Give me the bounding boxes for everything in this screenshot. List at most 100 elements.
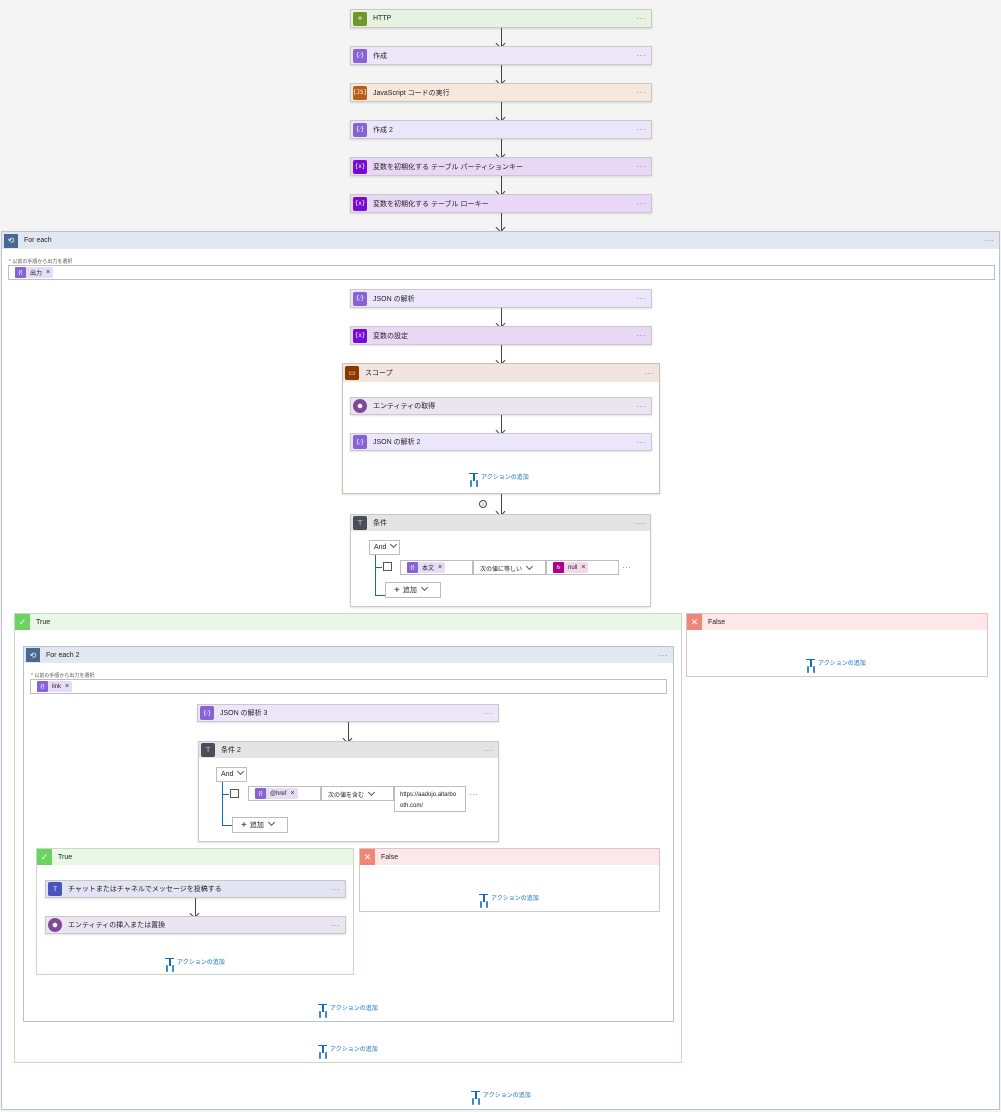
add-action-icon [469, 472, 478, 481]
condition2-right-operand[interactable]: https://aadojo.altarbo oth.com/ [394, 786, 466, 812]
condition2-operator-dropdown[interactable]: 次の値を含む [321, 786, 394, 801]
init-variable-row-label: 変数を初期化する テーブル ローキー [373, 200, 489, 208]
javascript-action-card[interactable]: {JS} JavaScript コードの実行 ··· [350, 83, 652, 102]
foreach-select-input[interactable]: {⁄} 出力 × [8, 265, 995, 280]
add-action-scope[interactable]: アクションの追加 [469, 472, 529, 481]
more-options-icon[interactable]: ··· [658, 650, 668, 660]
scope-header[interactable]: ▭ スコープ ··· [343, 364, 659, 382]
null-token[interactable]: fx null × [553, 562, 589, 573]
parse-json-label: JSON の解析 [373, 295, 415, 303]
and-dropdown[interactable]: And [216, 767, 247, 782]
add-action-icon [806, 658, 815, 667]
more-options-icon[interactable]: ··· [636, 88, 646, 97]
tree-line [375, 555, 376, 595]
more-options-icon[interactable]: ··· [644, 368, 654, 378]
set-variable-label: 変数の設定 [373, 332, 408, 340]
more-options-icon[interactable]: ··· [636, 51, 646, 60]
condition2-add-button[interactable]: + 追加 [232, 817, 288, 833]
true-branch-header[interactable]: ✓ True [15, 614, 681, 630]
init-variable-row-card[interactable]: {x} 変数を初期化する テーブル ローキー ··· [350, 194, 652, 213]
false-branch-header[interactable]: ✕ False [687, 614, 987, 630]
javascript-action-label: JavaScript コードの実行 [373, 89, 450, 97]
parse-json3-card[interactable]: {⁄} JSON の解析 3 ··· [197, 704, 499, 722]
connector-arrow [195, 898, 196, 916]
more-options-icon[interactable]: ··· [636, 401, 646, 411]
more-options-icon[interactable]: ··· [636, 199, 646, 208]
connector-arrow [348, 722, 349, 741]
more-options-icon[interactable]: ··· [636, 331, 646, 340]
row-checkbox[interactable] [230, 789, 239, 798]
condition-left-operand[interactable]: {⁄} 本文 × [400, 560, 473, 575]
get-entity-label: エンティティの取得 [373, 403, 436, 410]
link-token[interactable]: {⁄} link × [37, 681, 73, 692]
more-options-icon[interactable]: ··· [330, 884, 340, 894]
remove-token-icon[interactable]: × [65, 683, 70, 690]
foreach2-select-input[interactable]: {⁄} link × [30, 679, 667, 694]
scope-icon: ▭ [345, 366, 359, 380]
parse-json-card[interactable]: {⁄} JSON の解析 ··· [350, 289, 652, 308]
add-action-foreach[interactable]: アクションの追加 [471, 1090, 531, 1099]
more-options-icon[interactable]: ··· [483, 745, 493, 755]
body-token[interactable]: {⁄} 本文 × [407, 562, 446, 573]
upsert-entity-card[interactable]: ⬢ エンティティの挿入または置換 ··· [45, 916, 346, 934]
more-options-icon[interactable]: ··· [636, 125, 646, 134]
more-options-icon[interactable]: ··· [636, 14, 646, 23]
connector-arrow [501, 176, 502, 194]
more-options-icon[interactable]: ··· [635, 518, 645, 528]
output-token[interactable]: {⁄} 出力 × [15, 267, 54, 278]
condition2-left-operand[interactable]: {⁄} @href × [248, 786, 321, 801]
row-more-icon[interactable]: ··· [622, 563, 632, 572]
condition-operator-dropdown[interactable]: 次の値に等しい [473, 560, 546, 575]
foreach2-title: For each 2 [46, 651, 80, 659]
more-options-icon[interactable]: ··· [636, 162, 646, 171]
more-options-icon[interactable]: ··· [330, 920, 340, 930]
variable-icon: {x} [353, 328, 367, 343]
condition-right-operand[interactable]: fx null × [546, 560, 619, 575]
parse-json2-card[interactable]: {⁄} JSON の解析 2 ··· [350, 433, 652, 451]
more-options-icon[interactable]: ··· [636, 437, 646, 447]
parse-json-icon: {⁄} [200, 706, 214, 720]
condition2-header[interactable]: ⊤ 条件 2 ··· [199, 742, 498, 758]
get-entity-card[interactable]: ⬢ エンティティの取得 ··· [350, 397, 652, 415]
row-more-icon[interactable]: ··· [469, 790, 479, 799]
more-options-icon[interactable]: ··· [483, 708, 493, 718]
remove-token-icon[interactable]: × [46, 269, 51, 276]
more-options-icon[interactable]: ··· [636, 294, 646, 303]
post-message-label: チャットまたはチャネルでメッセージを投稿する [68, 886, 222, 893]
add-action-inner-false[interactable]: アクションの追加 [479, 893, 539, 902]
foreach2-select-label: * 以前の手順から出力を選択 [31, 673, 95, 679]
compose2-action-card[interactable]: {⁄} 作成 2 ··· [350, 120, 652, 139]
variable-icon: {x} [353, 159, 367, 174]
remove-token-icon[interactable]: × [581, 564, 586, 571]
and-dropdown[interactable]: And [369, 540, 400, 555]
connector-arrow [501, 345, 502, 363]
set-variable-card[interactable]: {x} 変数の設定 ··· [350, 326, 652, 345]
row-checkbox[interactable] [383, 562, 392, 571]
condition-add-button[interactable]: + 追加 [385, 582, 441, 598]
foreach-title: For each [24, 237, 52, 244]
foreach2-header[interactable]: ⟲ For each 2 ··· [24, 647, 673, 663]
inner-true-header[interactable]: ✓ True [37, 849, 353, 865]
remove-token-icon[interactable]: × [438, 564, 443, 571]
post-message-card[interactable]: T チャットまたはチャネルでメッセージを投稿する ··· [45, 880, 346, 898]
loop-icon: ⟲ [26, 648, 40, 662]
http-action-card[interactable]: ⊚ HTTP ··· [350, 9, 652, 28]
http-action-label: HTTP [373, 15, 392, 22]
add-action-false[interactable]: アクションの追加 [806, 658, 866, 667]
init-variable-partition-card[interactable]: {x} 変数を初期化する テーブル パーティションキー ··· [350, 157, 652, 176]
remove-token-icon[interactable]: × [290, 790, 295, 797]
add-action-inner-true[interactable]: アクションの追加 [165, 957, 225, 966]
condition-header[interactable]: ⊤ 条件 ··· [351, 515, 650, 531]
tree-line [222, 794, 229, 795]
add-action-true-branch[interactable]: アクションの追加 [318, 1044, 378, 1053]
href-token[interactable]: {⁄} @href × [255, 788, 298, 799]
plus-icon: + [394, 584, 400, 596]
more-options-icon[interactable]: ··· [984, 236, 994, 245]
foreach-header[interactable]: ⟲ For each ··· [2, 232, 999, 249]
check-icon: ✓ [15, 614, 30, 630]
compose-action-card[interactable]: {⁄} 作成 ··· [350, 46, 652, 65]
compose-icon: {⁄} [255, 788, 266, 799]
add-action-foreach2[interactable]: アクションの追加 [318, 1003, 378, 1012]
inner-false-header[interactable]: ✕ False [360, 849, 659, 865]
info-icon[interactable]: i [479, 500, 487, 508]
